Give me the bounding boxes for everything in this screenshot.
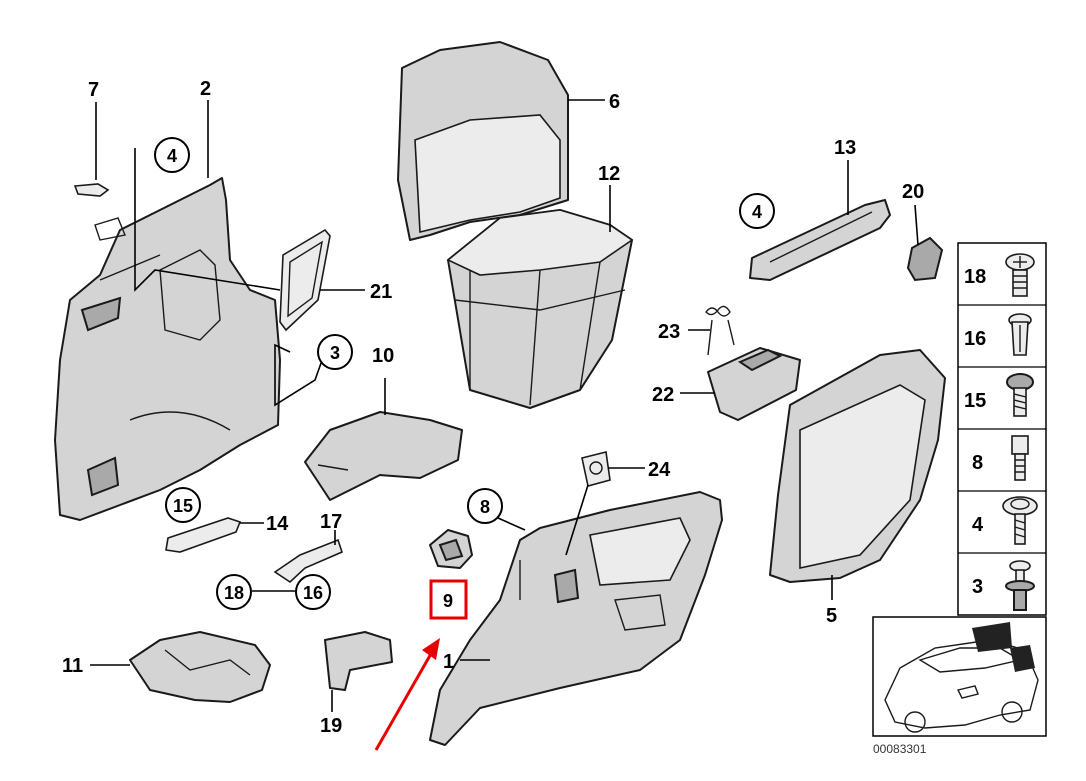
label-10: 10 [372,345,394,367]
part-23-spring [705,305,735,356]
panel-label-0: 18 [964,266,986,288]
part-10-cover [304,411,463,501]
panel-label-3: 8 [972,452,983,474]
part-2-side-trim-panel [54,177,281,521]
label-3: 3 [330,343,340,363]
car-location-thumbnail: 00083301 [872,616,1047,756]
part-22-handle [707,347,801,421]
red-arrow-head [422,638,440,660]
label-2: 2 [200,78,211,100]
highlight-part-9: 9 [374,579,468,751]
fastener-15-screw-icon [1006,373,1034,417]
part-12-storage-box [446,209,634,409]
label-22: 22 [652,384,674,406]
part-9-cap [429,529,473,569]
label-24: 24 [648,459,671,481]
circle-8 [467,488,503,524]
label-21: 21 [370,281,392,303]
fastener-panel: 18 16 15 8 4 3 [957,242,1047,616]
circled-numbers: 4 3 4 15 8 18 16 [154,137,775,610]
circle-15 [165,487,201,523]
label-14: 14 [266,513,289,535]
fastener-4-washer-screw-icon [1002,496,1038,545]
part-numbers: 7 2 6 12 13 20 21 10 23 22 24 14 17 1 5 … [62,78,924,737]
label-7: 7 [88,79,99,101]
part-14-bracket [165,517,242,553]
panel-label-4: 4 [972,514,984,536]
part-7-clip [73,183,110,197]
label-4-right: 4 [752,202,762,222]
part-20-clip [906,236,944,282]
label-12: 12 [598,163,620,185]
part-13-rail [749,199,891,281]
label-19: 19 [320,715,342,737]
part-11-support [129,631,271,703]
label-20: 20 [902,181,924,203]
circle-18 [216,574,252,610]
fastener-16-nut-icon [1008,313,1032,356]
red-arrow-shaft [374,651,434,751]
part-17-bracket [273,538,343,584]
label-18: 18 [224,583,244,603]
part-1-main-trim-panel [429,491,723,746]
label-4-left: 4 [167,146,177,166]
circle-16 [295,574,331,610]
label-16: 16 [303,583,323,603]
label-13: 13 [834,137,856,159]
part-19-block [324,631,393,691]
highlight-box [429,579,468,620]
panel-label-5: 3 [972,576,983,598]
label-6: 6 [609,91,620,113]
leader-lines [90,99,919,712]
catalog-number: 00083301 [873,742,927,756]
part-5-right-panel [769,349,946,583]
part-6-backrest-cover [397,41,569,241]
label-15: 15 [173,496,193,516]
panel-label-1: 16 [964,328,986,350]
label-23: 23 [658,321,680,343]
label-17: 17 [320,511,342,533]
label-9: 9 [443,591,453,611]
circle-4-right [739,193,775,229]
label-5: 5 [826,605,837,627]
label-11: 11 [62,655,83,677]
part-21-cover-plate [279,228,331,332]
label-8: 8 [480,497,490,517]
fastener-3-screw-icon [1005,560,1035,611]
part-24-clip [581,451,611,487]
label-1: 1 [443,651,454,673]
fastener-8-bolt-icon [1011,435,1029,481]
circle-3 [317,334,353,370]
panel-label-2: 15 [964,390,986,412]
fastener-18-screw-icon [1005,253,1035,297]
circle-4-left [154,137,190,173]
